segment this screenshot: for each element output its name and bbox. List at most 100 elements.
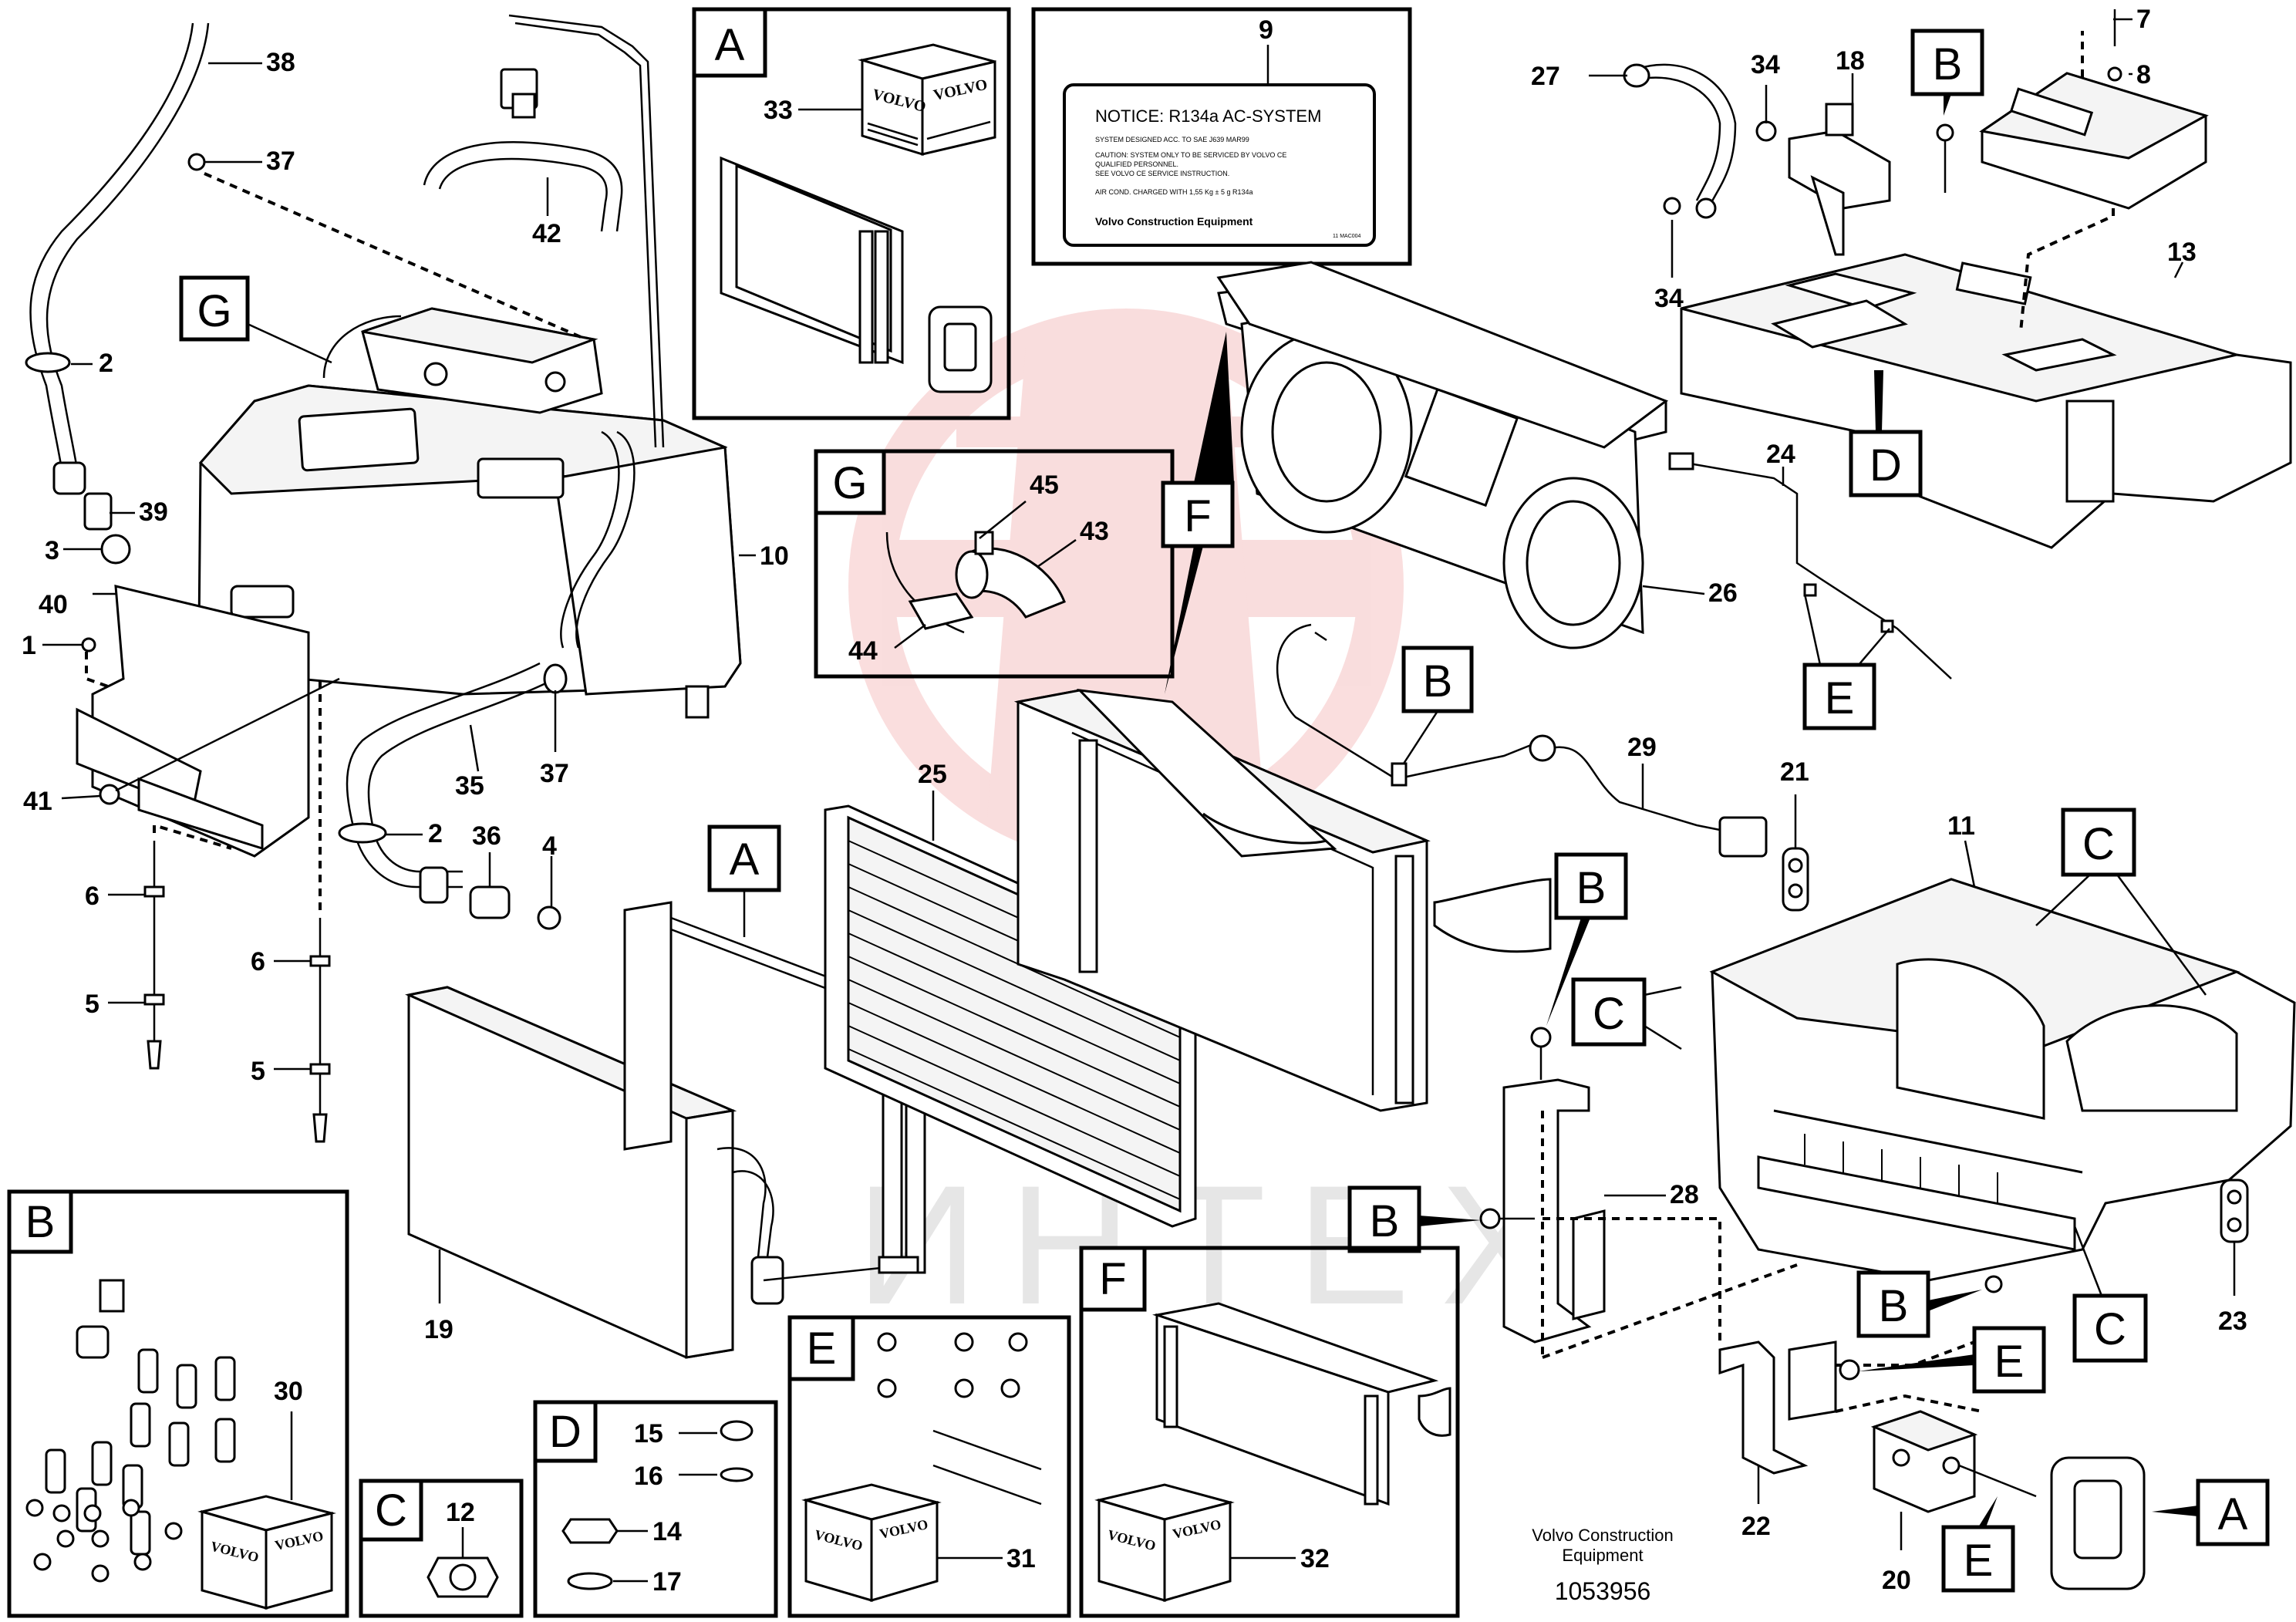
callout-28: 28 [1670,1180,1699,1209]
callout-29: 29 [1627,733,1657,762]
callout-31: 31 [1006,1544,1036,1573]
callout-43: 43 [1080,517,1109,546]
kit-panel-f: F VOLVO VOLVO 32 [1079,1246,1460,1618]
callout-27: 27 [1531,62,1560,91]
callout-9: 9 [1259,15,1273,45]
box-letter-b-top: B [1933,39,1963,89]
kit-panel-a: A VOLVO VOLVO 33 [692,7,1011,420]
bolt-5-6-right [309,918,331,1143]
callout-35: 35 [455,771,484,801]
callout-8: 8 [2136,60,2151,89]
box-letter-d-panel: D [549,1407,582,1457]
volvo-kit-cube-31: VOLVO VOLVO [801,1483,942,1603]
box-letter-c-panel: C [375,1485,407,1536]
callout-16: 16 [634,1462,663,1491]
footer-line-2: Equipment [1562,1546,1643,1565]
kit-panel-d: D 15 16 14 17 [533,1400,778,1618]
volvo-kit-cube-32: VOLVO VOLVO [1094,1483,1235,1603]
callout-6-right: 6 [251,947,265,976]
callout-30: 30 [274,1377,303,1406]
callout-32: 32 [1300,1544,1330,1573]
cable-29 [1276,623,1768,858]
box-letter-c-bottom: C [2094,1304,2126,1354]
box-letter-a-main: A [730,835,760,885]
notice-line1: SYSTEM DESIGNED ACC. TO SAE J639 MAR99 [1095,136,1249,143]
callout-34-bottom: 34 [1654,284,1684,313]
notice-title: NOTICE: R134a AC-SYSTEM [1095,106,1321,126]
callout-45: 45 [1030,470,1059,500]
callout-7: 7 [2136,5,2151,34]
hose-27 [1623,63,1777,219]
callout-10: 10 [760,541,789,571]
callout-5-left: 5 [85,990,99,1019]
callout-37-bottom: 37 [540,759,569,788]
callout-2-top: 2 [99,349,113,378]
upper-housing-13 [1680,253,2292,549]
box-letter-b-bottom: B [1879,1281,1909,1331]
box-letter-e-20: E [1964,1536,1994,1586]
drawing-number: 1053956 [1555,1577,1651,1605]
callout-13: 13 [2167,238,2197,267]
expansion-block-20 [1870,1410,2037,1513]
callout-44: 44 [848,636,878,666]
callout-20: 20 [1882,1566,1911,1595]
callout-41: 41 [23,787,52,816]
gasket-23 [2220,1179,2249,1243]
expansion-valve-18 [1788,103,1891,256]
callout-38: 38 [266,48,295,77]
box-letter-b-28: B [1576,863,1607,913]
filter-housing-f [1013,688,1552,1112]
notice-footer: Volvo Construction Equipment [1095,215,1253,228]
screw-set-b [25,1499,183,1583]
box-letter-a-bottom: A [2218,1489,2248,1539]
footer-line-1: Volvo Construction [1532,1526,1673,1545]
seal-block-a [928,305,993,393]
sensor-24 [1668,452,1952,679]
callout-17: 17 [652,1567,682,1597]
hose-35 [338,662,568,930]
callout-1: 1 [22,631,36,660]
lower-housing-11 [1709,878,2296,1282]
box-letter-e-panel: E [807,1324,837,1374]
gasket-21 [1782,847,1809,912]
callout-3: 3 [45,536,59,565]
volvo-kit-cube-30: VOLVO VOLVO [197,1495,336,1610]
callout-21: 21 [1780,757,1809,787]
bracket-40 [76,585,310,858]
notice-line2: CAUTION: SYSTEM ONLY TO BE SERVICED BY V… [1095,151,1286,159]
bolt-5-6-left [143,841,165,1070]
box-letter-g-main: G [197,286,231,336]
callout-22: 22 [1741,1512,1771,1541]
box-letter-b-side: B [1370,1196,1400,1246]
callout-37-top: 37 [266,147,295,176]
control-unit-8 [1979,72,2209,210]
notice-line5: AIR COND. CHARGED WITH 1,55 Kg ± 5 g R13… [1095,188,1253,196]
box-letter-b-panel: B [25,1197,56,1247]
callout-40: 40 [39,590,68,619]
kit-panel-e: E VOLVO VOLVO 31 [787,1315,1071,1618]
bracket-28 [1502,1078,1606,1344]
wire-harness-top [500,14,665,448]
callout-18: 18 [1836,46,1865,76]
heater-unit-10 [197,307,742,719]
filter-frame-small [720,156,904,365]
callout-2-bottom: 2 [428,819,443,848]
box-letter-f-main: F [1184,491,1211,541]
callout-19: 19 [424,1315,453,1344]
callout-23: 23 [2218,1307,2247,1336]
callout-34-top: 34 [1751,50,1780,79]
callout-42: 42 [532,219,561,248]
box-letter-a: A [715,20,745,70]
callout-25: 25 [918,760,947,789]
box-letter-f-panel: F [1099,1254,1126,1304]
box-letter-c-top: C [2082,819,2115,869]
callout-4: 4 [542,831,557,861]
callout-6-left: 6 [85,882,99,911]
hose-38 [25,22,210,565]
notice-code: 11 MAC004 [1333,234,1361,239]
callout-33: 33 [764,96,793,125]
hose-42 [423,140,623,232]
callout-26: 26 [1708,578,1738,608]
box-letter-g: G [832,458,867,508]
